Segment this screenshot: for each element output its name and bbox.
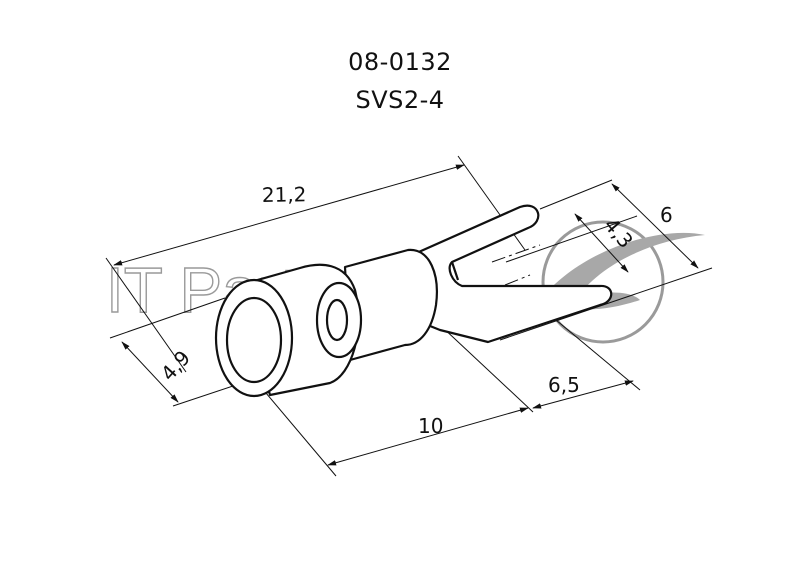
dim-line-fork-length	[532, 380, 634, 409]
dimension-lines	[113, 164, 699, 466]
dim-sleeve-diameter: 4,9	[156, 346, 195, 386]
dim-overall-length: 21,2	[262, 182, 307, 207]
sleeve-front-opening	[225, 296, 283, 384]
dim-sleeve-length: 10	[418, 414, 443, 438]
model-name: SVS2-4	[355, 86, 445, 114]
dim-line-overall	[113, 164, 465, 266]
sleeve-rear-hole	[325, 298, 349, 342]
terminal-drawing	[214, 204, 613, 398]
part-code: 08-0132	[348, 48, 452, 76]
dim-line-sleeve-length	[327, 407, 529, 466]
dim-fork-length: 6,5	[548, 373, 580, 397]
dim-line-fork-width	[611, 183, 699, 269]
dim-fork-width: 6	[660, 203, 673, 227]
dim-line-sleeve-diameter	[121, 341, 179, 403]
center-lines	[491, 244, 541, 286]
